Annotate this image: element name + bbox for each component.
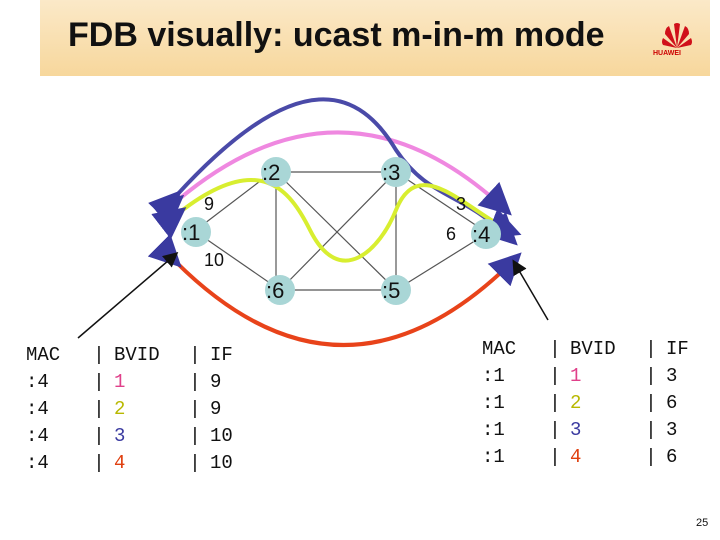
separator: | bbox=[93, 425, 105, 447]
node-label-n5: :5 bbox=[382, 278, 400, 303]
logo-text: HUAWEI bbox=[653, 50, 681, 57]
node-label-n3: :3 bbox=[382, 160, 400, 185]
node-n2: :2 bbox=[261, 157, 291, 187]
table-row: :1 | 2 | 6 bbox=[482, 390, 706, 417]
separator: | bbox=[189, 371, 201, 393]
cell-if: 6 bbox=[666, 446, 678, 468]
node-label-n6: :6 bbox=[266, 278, 284, 303]
cell-mac: :1 bbox=[482, 446, 505, 468]
table-row: :4 | 2 | 9 bbox=[26, 396, 250, 423]
separator: | bbox=[93, 344, 105, 366]
cell-bvid: 2 bbox=[570, 392, 582, 414]
cell-mac: :4 bbox=[26, 371, 49, 393]
path-bvid3 bbox=[148, 97, 518, 246]
cell-bvid: 1 bbox=[114, 371, 126, 393]
cell-mac: :4 bbox=[26, 452, 49, 474]
pointer-arrow-left bbox=[77, 252, 179, 339]
cell-mac: :1 bbox=[482, 365, 505, 387]
cell-bvid: 3 bbox=[570, 419, 582, 441]
table-header-row: MAC | BVID | IF bbox=[482, 336, 706, 363]
table-row: :4 | 1 | 9 bbox=[26, 369, 250, 396]
port-label-n1-a: 9 bbox=[204, 194, 214, 214]
cell-if: 10 bbox=[210, 425, 233, 447]
cell-if: 3 bbox=[666, 365, 678, 387]
cell-bvid: 1 bbox=[570, 365, 582, 387]
pointer-arrow-right bbox=[512, 259, 549, 321]
separator: | bbox=[549, 392, 561, 414]
separator: | bbox=[645, 446, 657, 468]
node-n1: :1 bbox=[181, 217, 211, 247]
cell-bvid: 4 bbox=[570, 446, 582, 468]
separator: | bbox=[549, 419, 561, 441]
cell-mac: :1 bbox=[482, 419, 505, 441]
separator: | bbox=[549, 446, 561, 468]
page-number: 25 bbox=[696, 517, 709, 529]
path-bvid1 bbox=[149, 130, 512, 228]
separator: | bbox=[189, 398, 201, 420]
separator: | bbox=[645, 338, 657, 360]
header-if: IF bbox=[210, 344, 233, 366]
header-bvid: BVID bbox=[570, 338, 616, 360]
node-n4: :4 bbox=[471, 219, 501, 249]
node-label-n1: :1 bbox=[182, 220, 200, 245]
page-title: FDB visually: ucast m-in-m mode bbox=[68, 16, 605, 54]
port-label-n1-b: 10 bbox=[204, 250, 224, 270]
separator: | bbox=[93, 398, 105, 420]
path-bvid4 bbox=[147, 233, 522, 347]
node-n6: :6 bbox=[265, 275, 295, 305]
table-row: :1 | 3 | 3 bbox=[482, 417, 706, 444]
table-row: :1 | 1 | 3 bbox=[482, 363, 706, 390]
separator: | bbox=[645, 392, 657, 414]
path-bvid2 bbox=[151, 177, 522, 263]
separator: | bbox=[189, 425, 201, 447]
node-label-n2: :2 bbox=[262, 160, 280, 185]
fdb-table-left: MAC | BVID | IF :4 | 1 | 9 :4 | 2 | 9 :4… bbox=[26, 342, 250, 477]
separator: | bbox=[93, 452, 105, 474]
huawei-logo-icon bbox=[662, 23, 692, 48]
table-row: :4 | 3 | 10 bbox=[26, 423, 250, 450]
separator: | bbox=[645, 365, 657, 387]
header-bvid: BVID bbox=[114, 344, 160, 366]
table-row: :4 | 4 | 10 bbox=[26, 450, 250, 477]
header-if: IF bbox=[666, 338, 689, 360]
header-mac: MAC bbox=[482, 338, 517, 360]
cell-bvid: 3 bbox=[114, 425, 126, 447]
cell-mac: :4 bbox=[26, 425, 49, 447]
port-label-n4-a: 3 bbox=[456, 194, 466, 214]
cell-mac: :1 bbox=[482, 392, 505, 414]
separator: | bbox=[549, 338, 561, 360]
table-header-row: MAC | BVID | IF bbox=[26, 342, 250, 369]
cell-if: 3 bbox=[666, 419, 678, 441]
separator: | bbox=[645, 419, 657, 441]
header-mac: MAC bbox=[26, 344, 61, 366]
fdb-table-right: MAC | BVID | IF :1 | 1 | 3 :1 | 2 | 6 :1… bbox=[482, 336, 706, 471]
cell-if: 6 bbox=[666, 392, 678, 414]
cell-bvid: 4 bbox=[114, 452, 126, 474]
node-label-n4: :4 bbox=[472, 222, 490, 247]
table-row: :1 | 4 | 6 bbox=[482, 444, 706, 471]
node-n5: :5 bbox=[381, 275, 411, 305]
separator: | bbox=[93, 371, 105, 393]
separator: | bbox=[189, 452, 201, 474]
cell-if: 9 bbox=[210, 371, 222, 393]
separator: | bbox=[189, 344, 201, 366]
cell-if: 9 bbox=[210, 398, 222, 420]
node-n3: :3 bbox=[381, 157, 411, 187]
cell-if: 10 bbox=[210, 452, 233, 474]
separator: | bbox=[549, 365, 561, 387]
port-label-n4-b: 6 bbox=[446, 224, 456, 244]
title-bar bbox=[40, 0, 710, 76]
cell-bvid: 2 bbox=[114, 398, 126, 420]
cell-mac: :4 bbox=[26, 398, 49, 420]
